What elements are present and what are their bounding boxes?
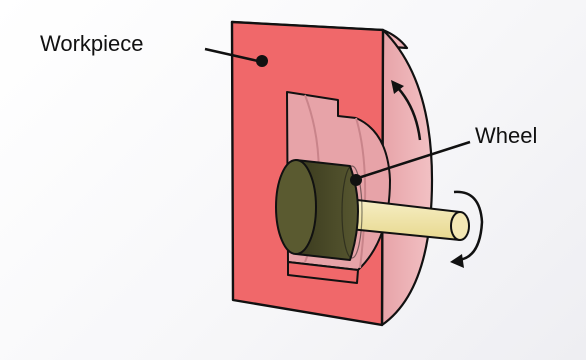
workpiece-label: Workpiece xyxy=(40,33,144,55)
wheel-front-face xyxy=(276,160,316,254)
wheel-label: Wheel xyxy=(475,125,537,147)
wheel xyxy=(276,160,362,260)
